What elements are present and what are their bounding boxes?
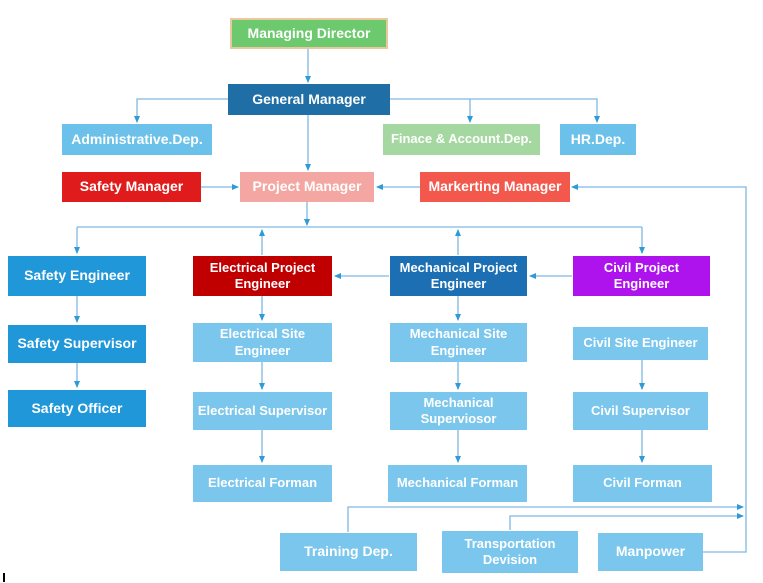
node-general-manager: General Manager [228,84,390,115]
node-training-dep: Training Dep. [280,533,417,571]
edge-general-manager-administrative [134,98,228,123]
node-hr-dep: HR.Dep. [560,124,636,155]
edge-bottom-loop-marketing-manager [571,184,747,553]
node-transportation-devision: Transportation Devision [442,531,578,573]
node-electrical-forman: Electrical Forman [193,465,332,502]
edge-transportation-loop [509,513,744,530]
node-managing-director: Managing Director [230,18,388,49]
node-civil-supervisor: Civil Supervisor [573,392,708,430]
node-civil-project-engineer: Civil Project Engineer [573,256,710,296]
node-administrative-dep: Administrative.Dep. [62,124,212,155]
stray-cursor-mark [3,573,5,582]
node-safety-engineer: Safety Engineer [8,256,146,296]
node-safety-officer: Safety Officer [8,390,146,427]
node-safety-supervisor: Safety Supervisor [8,325,146,363]
node-electrical-site-engineer: Electrical Site Engineer [193,323,332,362]
node-electrical-project-engineer: Electrical Project Engineer [193,256,332,296]
edge-training-loop [347,504,744,532]
node-finance-account-dep: Finace & Account.Dep. [383,124,540,155]
node-marketing-manager: Markerting Manager [420,172,570,202]
edge-general-manager-hr [390,98,600,123]
node-mechanical-project-engineer: Mechanical Project Engineer [390,256,527,296]
node-electrical-supervisor: Electrical Supervisor [193,392,332,430]
node-civil-forman: Civil Forman [573,465,712,502]
node-mechanical-site-engineer: Mechanical Site Engineer [390,323,527,362]
node-safety-manager: Safety Manager [62,172,201,202]
node-mechanical-superviosor: Mechanical Superviosor [390,392,527,430]
node-mechanical-forman: Mechanical Forman [388,465,527,502]
node-manpower: Manpower [598,533,703,571]
node-project-manager: Project Manager [240,172,374,202]
node-civil-site-engineer: Civil Site Engineer [573,327,708,360]
